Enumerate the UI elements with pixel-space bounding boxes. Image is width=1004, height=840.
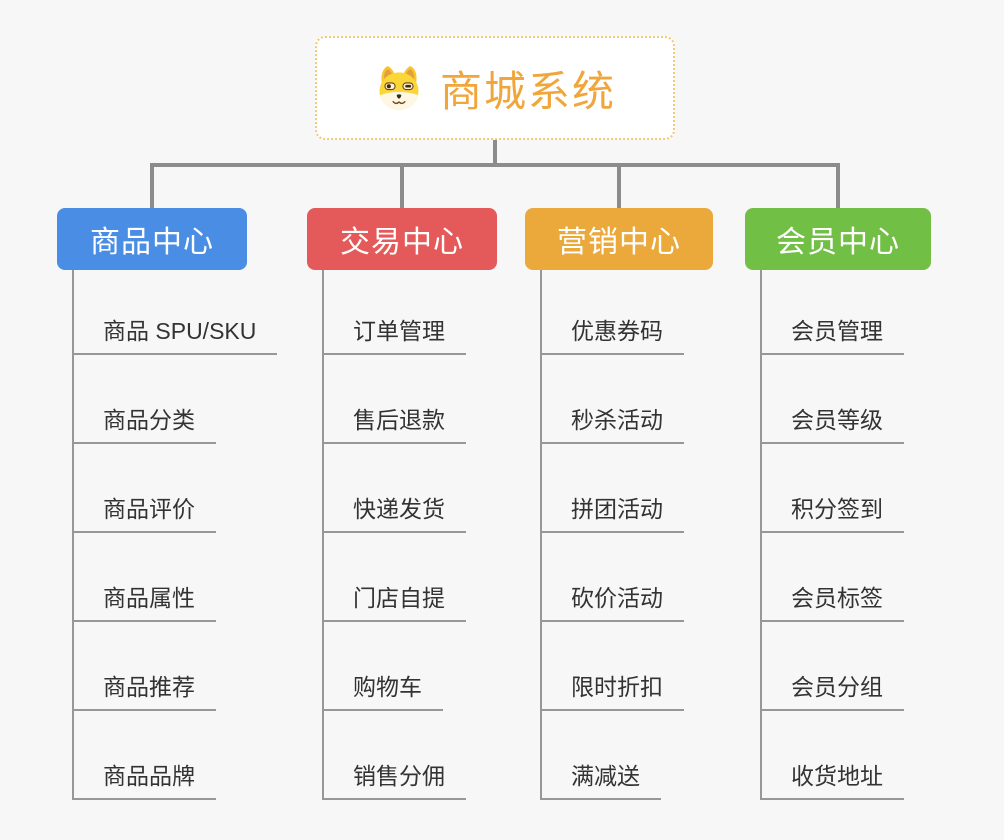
branch-node-1[interactable]: 交易中心 [307,208,497,270]
branch-label: 营销中心 [557,226,681,259]
branch-node-2[interactable]: 营销中心 [525,208,713,270]
leaf-node[interactable]: 商品属性 [72,578,216,622]
connector-drop-line [836,163,840,208]
connector-drop-line [617,163,621,208]
branch-trunk-line [72,270,74,798]
leaf-node[interactable]: 商品评价 [72,489,216,533]
leaf-node[interactable]: 积分签到 [760,489,904,533]
leaf-node[interactable]: 砍价活动 [540,578,684,622]
branch-trunk-line [760,270,762,798]
leaf-node[interactable]: 优惠券码 [540,311,684,355]
leaf-node[interactable]: 收货地址 [760,756,904,800]
leaf-node[interactable]: 商品品牌 [72,756,216,800]
leaf-node[interactable]: 售后退款 [322,400,466,444]
leaf-node[interactable]: 秒杀活动 [540,400,684,444]
branch-node-3[interactable]: 会员中心 [745,208,931,270]
leaf-node[interactable]: 限时折扣 [540,667,684,711]
leaf-node[interactable]: 销售分佣 [322,756,466,800]
connector-drop-line [150,163,154,208]
leaf-node[interactable]: 商品 SPU/SKU [72,311,278,355]
leaf-node[interactable]: 会员分组 [760,667,904,711]
branch-label: 会员中心 [776,226,900,259]
connector-bus-line [150,163,840,167]
leaf-node[interactable]: 会员管理 [760,311,904,355]
leaf-node[interactable]: 门店自提 [322,578,466,622]
branch-label: 商品中心 [90,226,214,259]
leaf-node[interactable]: 会员标签 [760,578,904,622]
leaf-node[interactable]: 订单管理 [322,311,466,355]
dog-icon [379,66,419,110]
leaf-node[interactable]: 拼团活动 [540,489,684,533]
leaf-node[interactable]: 快递发货 [322,489,466,533]
branch-label: 交易中心 [340,226,464,259]
branch-trunk-line [540,270,542,798]
leaf-node[interactable]: 满减送 [540,756,661,800]
root-node[interactable]: 商城系统 [315,36,675,140]
leaf-node[interactable]: 商品分类 [72,400,216,444]
leaf-node[interactable]: 购物车 [322,667,443,711]
root-title: 商城系统 [439,67,616,115]
branch-trunk-line [322,270,324,798]
leaf-node[interactable]: 会员等级 [760,400,904,444]
branch-node-0[interactable]: 商品中心 [57,208,247,270]
root-stem-line [493,140,497,163]
connector-drop-line [400,163,404,208]
leaf-node[interactable]: 商品推荐 [72,667,216,711]
